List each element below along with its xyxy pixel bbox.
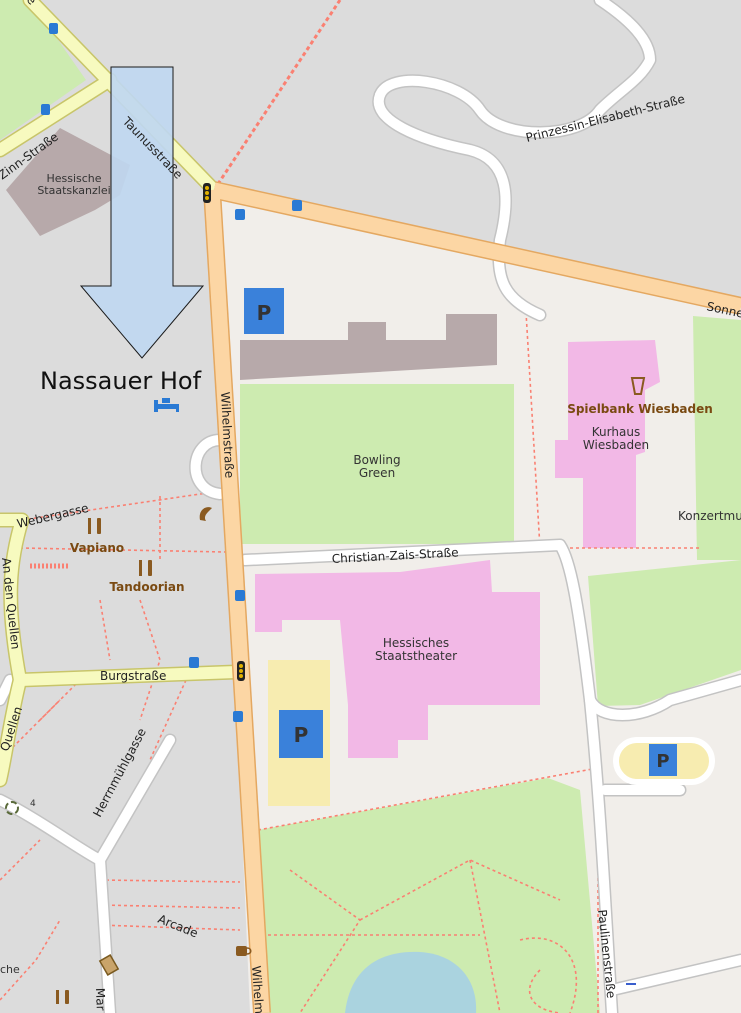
label-staatskanzlei-1: Hessische (46, 172, 101, 185)
label-staatskanzlei-2: Staatskanzlei (37, 184, 110, 197)
restaurant-icon[interactable] (139, 560, 152, 576)
label-housenumber: 4 (30, 799, 36, 809)
bus-stop-icon[interactable] (235, 209, 245, 220)
label-vapiano[interactable]: Vapiano (70, 541, 124, 555)
restaurant-icon[interactable] (88, 518, 101, 534)
pond (345, 951, 477, 1013)
svg-text:P: P (294, 723, 309, 747)
svg-text:P: P (656, 751, 669, 772)
label-spielbank[interactable]: Spielbank Wiesbaden (567, 402, 713, 416)
street-label-top-partial: e (24, 0, 39, 7)
label-bowling-2: Green (359, 466, 395, 480)
hotel-bed-icon[interactable] (154, 398, 179, 412)
park-top-left (0, 0, 86, 140)
bus-stop-icon[interactable] (292, 200, 302, 211)
street-label-mar: Mar (93, 988, 108, 1011)
label-kurhaus-2: Wiesbaden (583, 438, 649, 452)
building-staatskanzlei (6, 128, 130, 236)
phone-icon[interactable] (199, 507, 212, 521)
restaurant-icon[interactable] (56, 990, 69, 1004)
label-konzert: Konzertmu (678, 509, 741, 523)
parking-sign-2[interactable]: P (279, 710, 323, 758)
street-label-christian: Christian-Zais-Straße (331, 545, 458, 566)
svg-text:P: P (257, 301, 272, 325)
bus-stop-icon[interactable] (233, 711, 243, 722)
bus-stop-icon[interactable] (49, 23, 58, 34)
label-bowling-1: Bowling (353, 453, 400, 467)
park-right-top (693, 316, 741, 560)
down-arrow-icon (79, 66, 205, 359)
building-long (240, 314, 497, 380)
parking-sign-1[interactable]: P (244, 288, 284, 334)
hotel-name[interactable]: Nassauer Hof (40, 367, 202, 395)
street-label-wilhelm-lower: Wilhelm (249, 965, 266, 1013)
street-label-burg: Burgstraße (100, 669, 166, 683)
traffic-signal-icon (237, 661, 245, 681)
label-theater-1: Hessisches (383, 636, 449, 650)
cafe-icon[interactable] (236, 946, 252, 956)
label-che: che (0, 963, 20, 976)
park-right-mid (588, 560, 741, 706)
label-tandoorian[interactable]: Tandoorian (109, 580, 184, 594)
street-label-wilhelm: Wilhelmstraße (218, 391, 237, 478)
bowling-green (240, 384, 514, 544)
casino-icon[interactable] (630, 377, 646, 395)
bus-stop-icon[interactable] (41, 104, 50, 115)
park-bottom (258, 778, 600, 1013)
staatstheater-building (255, 560, 540, 758)
footpaths (0, 0, 700, 1013)
recycling-icon (5, 801, 19, 815)
label-theater-2: Staatstheater (375, 649, 457, 663)
traffic-signal-icon (203, 183, 211, 203)
artwork-icon (98, 954, 120, 976)
bus-stop-icon[interactable] (235, 590, 245, 601)
bus-stop-icon[interactable] (189, 657, 199, 668)
label-kurhaus-1: Kurhaus (592, 425, 640, 439)
parking-sign-3[interactable]: P (649, 744, 677, 776)
